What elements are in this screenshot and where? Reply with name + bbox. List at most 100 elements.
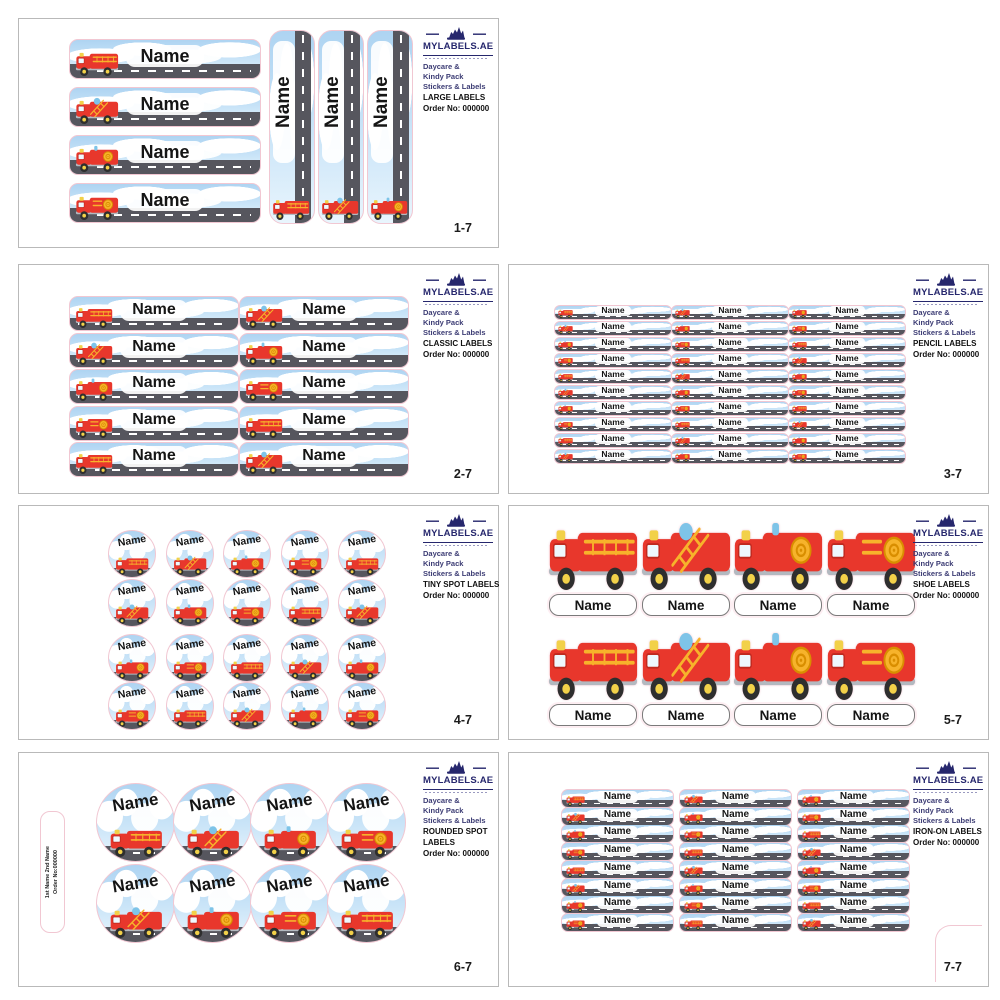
page-number: 5-7 [943,713,962,727]
road-graphic [680,871,791,878]
order-number: Order No: 000000 [913,837,980,847]
order-number: Order No: 000000 [423,349,490,359]
iron-name-label: Name [797,895,910,914]
tagline-line-1: Daycare & [913,307,950,317]
tiny-spot-label: Name [223,634,271,682]
name-label-text: Name [231,532,263,550]
truck-wrap [640,628,732,700]
pencil-name-label: Name [671,433,789,448]
truck-wrap [75,414,113,438]
classic-name-label: Name [69,442,239,477]
name-label-text: Name [712,354,748,364]
name-label-text: Name [829,338,865,348]
truck-wrap [115,706,149,727]
truck-wrap [792,388,807,398]
page-number: 6-7 [453,960,472,974]
fire-truck-icon [173,555,207,575]
truck-wrap [675,452,690,462]
road-graphic [562,906,673,913]
iron-name-label: Name [679,860,792,879]
tagline-line-3: Stickers & Labels [423,328,486,338]
fire-truck-icon [263,910,316,938]
fire-truck-icon [345,659,379,679]
name-label-text: Name [596,809,639,821]
shoe-label: Name [732,628,824,726]
classic-name-label: Name [69,369,239,404]
tagline-line-3: Stickers & Labels [423,569,486,579]
tagline-line-3: Stickers & Labels [423,816,486,826]
side-label-line-1: 1st Name 2nd Name [45,845,51,899]
road-graphic [224,616,270,626]
road-graphic [240,318,408,330]
pencil-name-label: Name [554,337,672,352]
fire-truck-icon [186,907,239,938]
name-label-text: Name [714,844,757,856]
tiny-spot-label: Name [166,634,214,682]
tiny-spot-label: Name [338,530,386,578]
truck-wrap [345,658,379,679]
truck-wrap [230,554,264,575]
fire-truck-icon [792,436,807,446]
name-label-text: Name [595,450,631,460]
brand-name: MYLABELS.AE [913,287,984,298]
name-label-text: Name [120,337,188,358]
name-label-text: Name [596,915,639,927]
truck-wrap [558,340,573,350]
name-label-text: Name [174,581,206,599]
name-label-text: Name [712,386,748,396]
pack-type-label: TINY SPOT LABELS [423,580,500,590]
tiny-spot-label: Name [108,530,156,578]
truck-wrap [558,404,573,414]
truck-wrap [263,905,317,938]
road-graphic [789,457,905,463]
fire-truck-icon [675,372,690,382]
brand-name: MYLABELS.AE [423,528,494,539]
truck-wrap [792,372,807,382]
tagline-line-1: Daycare & [913,548,950,558]
name-label-text: Name [829,322,865,332]
fire-truck-icon [340,829,393,857]
truck-wrap [640,518,732,590]
name-label-text: Name [712,370,748,380]
name-label-text: Name [371,41,393,163]
fire-truck-icon [675,436,690,446]
name-label-text: Name [111,789,160,816]
fire-truck-icon [230,707,264,727]
name-label-text: Name [712,434,748,444]
road-graphic [680,924,791,931]
fire-truck-icon [684,794,703,806]
truck-wrap [558,388,573,398]
pencil-name-label: Name [554,353,672,368]
rounded-spot-label: Name [250,864,329,943]
truck-wrap [684,794,703,806]
road-graphic [393,31,409,223]
fire-truck-icon [792,325,807,334]
truck-wrap [675,404,690,414]
fire-truck-icon [75,196,119,220]
name-label-text: Name [827,704,915,726]
road-graphic [555,329,671,335]
road-graphic [680,818,791,825]
name-label-text: Name [342,870,391,897]
road-graphic [70,355,238,367]
tagline-line-1: Daycare & [423,548,460,558]
name-label-text: Name [714,791,757,803]
order-number: Order No: 000000 [423,103,490,113]
road-graphic [224,719,270,729]
pack-type-label: CLASSIC LABELS [423,339,493,349]
name-label-text: Name [829,418,865,428]
truck-wrap [547,628,639,700]
large-name-label: Name [69,135,261,175]
name-label-text: Name [231,684,263,702]
fire-truck-icon [733,632,823,700]
fire-truck-icon [345,709,379,727]
truck-wrap [675,436,690,446]
name-label-text: Name [712,322,748,332]
fire-truck-icon [802,865,821,877]
fire-truck-icon [230,661,264,679]
name-label-text: Name [829,370,865,380]
